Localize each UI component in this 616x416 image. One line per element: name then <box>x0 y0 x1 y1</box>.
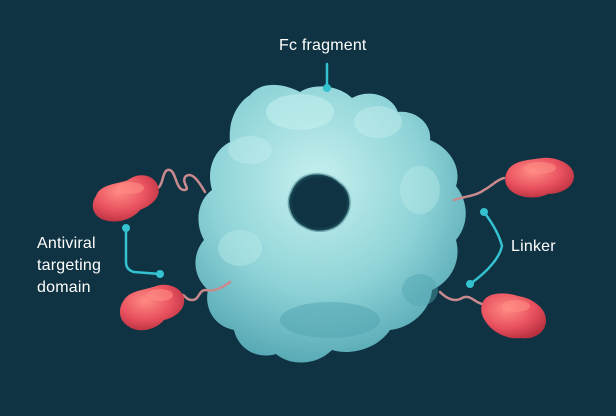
callout-linker <box>468 210 504 286</box>
linker-lower-right <box>438 290 484 306</box>
callout-antiviral-dot-lower <box>156 270 164 278</box>
callout-linker-dot-upper <box>480 208 488 216</box>
callout-antiviral <box>124 226 162 276</box>
linker-upper-right <box>452 176 506 202</box>
fc-highlight-3 <box>228 136 272 164</box>
targeting-domain-upper-right <box>505 157 574 198</box>
linker-lower-left <box>176 280 232 302</box>
linkers <box>156 168 506 306</box>
callout-lines <box>122 62 504 288</box>
fc-shadow-1 <box>280 302 380 338</box>
antiviral-targeting-domain-label: Antiviral targeting domain <box>37 233 101 299</box>
fc-highlight-2 <box>354 106 402 138</box>
fc-shadow-2 <box>402 274 438 306</box>
callout-linker-dot-lower <box>466 280 474 288</box>
linker-upper-left <box>156 168 207 194</box>
fc-highlight-5 <box>218 230 262 266</box>
fc-hole-rim <box>286 171 353 234</box>
targeting-domain-lower-left <box>119 284 185 331</box>
fc-fragment-protein <box>195 84 466 363</box>
callout-fc-dot <box>323 84 331 92</box>
fc-central-hole <box>287 173 351 233</box>
targeting-domain-upper-left <box>92 175 159 222</box>
linker-label: Linker <box>511 238 556 255</box>
antiviral-label-line-3: domain <box>37 279 91 296</box>
targeting-domain-lower-right <box>481 293 546 339</box>
antiviral-label-line-2: targeting <box>37 257 102 274</box>
fc-highlight-4 <box>400 166 440 214</box>
callout-antiviral-dot-upper <box>122 224 130 232</box>
fc-fragment-label: Fc fragment <box>279 37 367 54</box>
fc-highlight-1 <box>266 94 334 130</box>
antiviral-label-line-1: Antiviral <box>37 235 96 252</box>
